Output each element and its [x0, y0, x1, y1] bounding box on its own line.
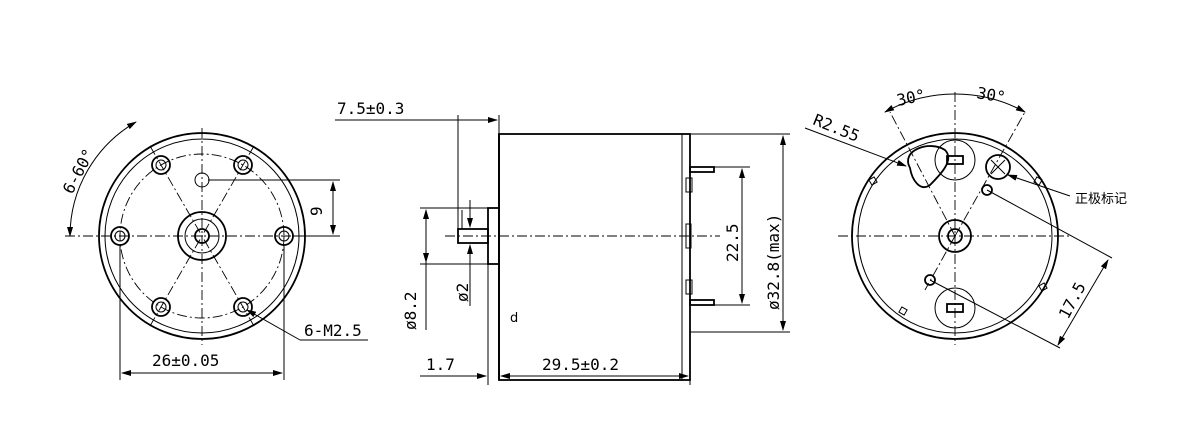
rear-angle-left-label: 30°	[895, 85, 927, 110]
front-view: 6-60° 9 6-M2.5 26±0.05	[59, 121, 368, 380]
rear-radius-label: R2.55	[811, 110, 863, 146]
front-shaft	[194, 228, 210, 244]
rear-top-terminal	[934, 139, 976, 181]
front-pitch-label: 9	[307, 206, 326, 216]
rear-polarity-label: 正极标记	[1075, 192, 1127, 207]
front-angle-label: 6-60°	[59, 145, 98, 196]
rear-radius-leader	[804, 127, 907, 167]
side-small-mark: d	[510, 311, 518, 326]
side-shaft-dia-label: ø2	[453, 283, 472, 302]
rear-kidney-slot	[907, 145, 950, 188]
front-boss-outer	[177, 211, 227, 261]
rear-bottom-terminal	[934, 287, 976, 329]
rear-edge-notches	[868, 176, 1048, 316]
rear-terminal-span-dim	[1057, 259, 1109, 346]
side-terminal-span-label: 22.5	[723, 223, 742, 262]
front-angle-arc	[67, 121, 137, 237]
front-pcd-label: 26±0.05	[152, 351, 219, 370]
side-boss-dia-label: ø8.2	[401, 291, 420, 330]
side-boss-length-label: 7.5±0.3	[337, 99, 404, 118]
rear-right-small-hole	[981, 184, 993, 196]
rear-polarity-leader	[1007, 174, 1071, 197]
rear-angle-right-label: 30°	[975, 83, 1007, 107]
side-body-dia-label: ø32.8(max)	[764, 214, 783, 310]
side-terminals	[685, 166, 715, 306]
rear-left-small-hole	[924, 274, 936, 286]
front-thread-label: 6-M2.5	[304, 321, 362, 340]
rear-centerline-d2	[954, 111, 1026, 237]
rear-centerline-d1	[889, 111, 956, 237]
side-body-length-label: 29.5±0.2	[542, 355, 619, 374]
rear-bearing-outer	[938, 219, 972, 253]
rear-bearing-inner	[947, 228, 963, 244]
side-view: d 7.5±0.3 ø8.2 ø2 1.7 29.5±0.2 22.5	[335, 99, 790, 385]
front-boss-inner	[184, 218, 220, 254]
side-flange-label: 1.7	[426, 355, 455, 374]
side-body	[498, 133, 691, 381]
rear-view: 30° 30° R2.55 正极标记 17.5	[804, 83, 1127, 349]
front-thread-leader	[246, 309, 301, 341]
rear-angle-arc	[884, 93, 1026, 113]
front-centerline-d2	[149, 145, 255, 327]
rear-polarity-circle	[985, 154, 1011, 180]
